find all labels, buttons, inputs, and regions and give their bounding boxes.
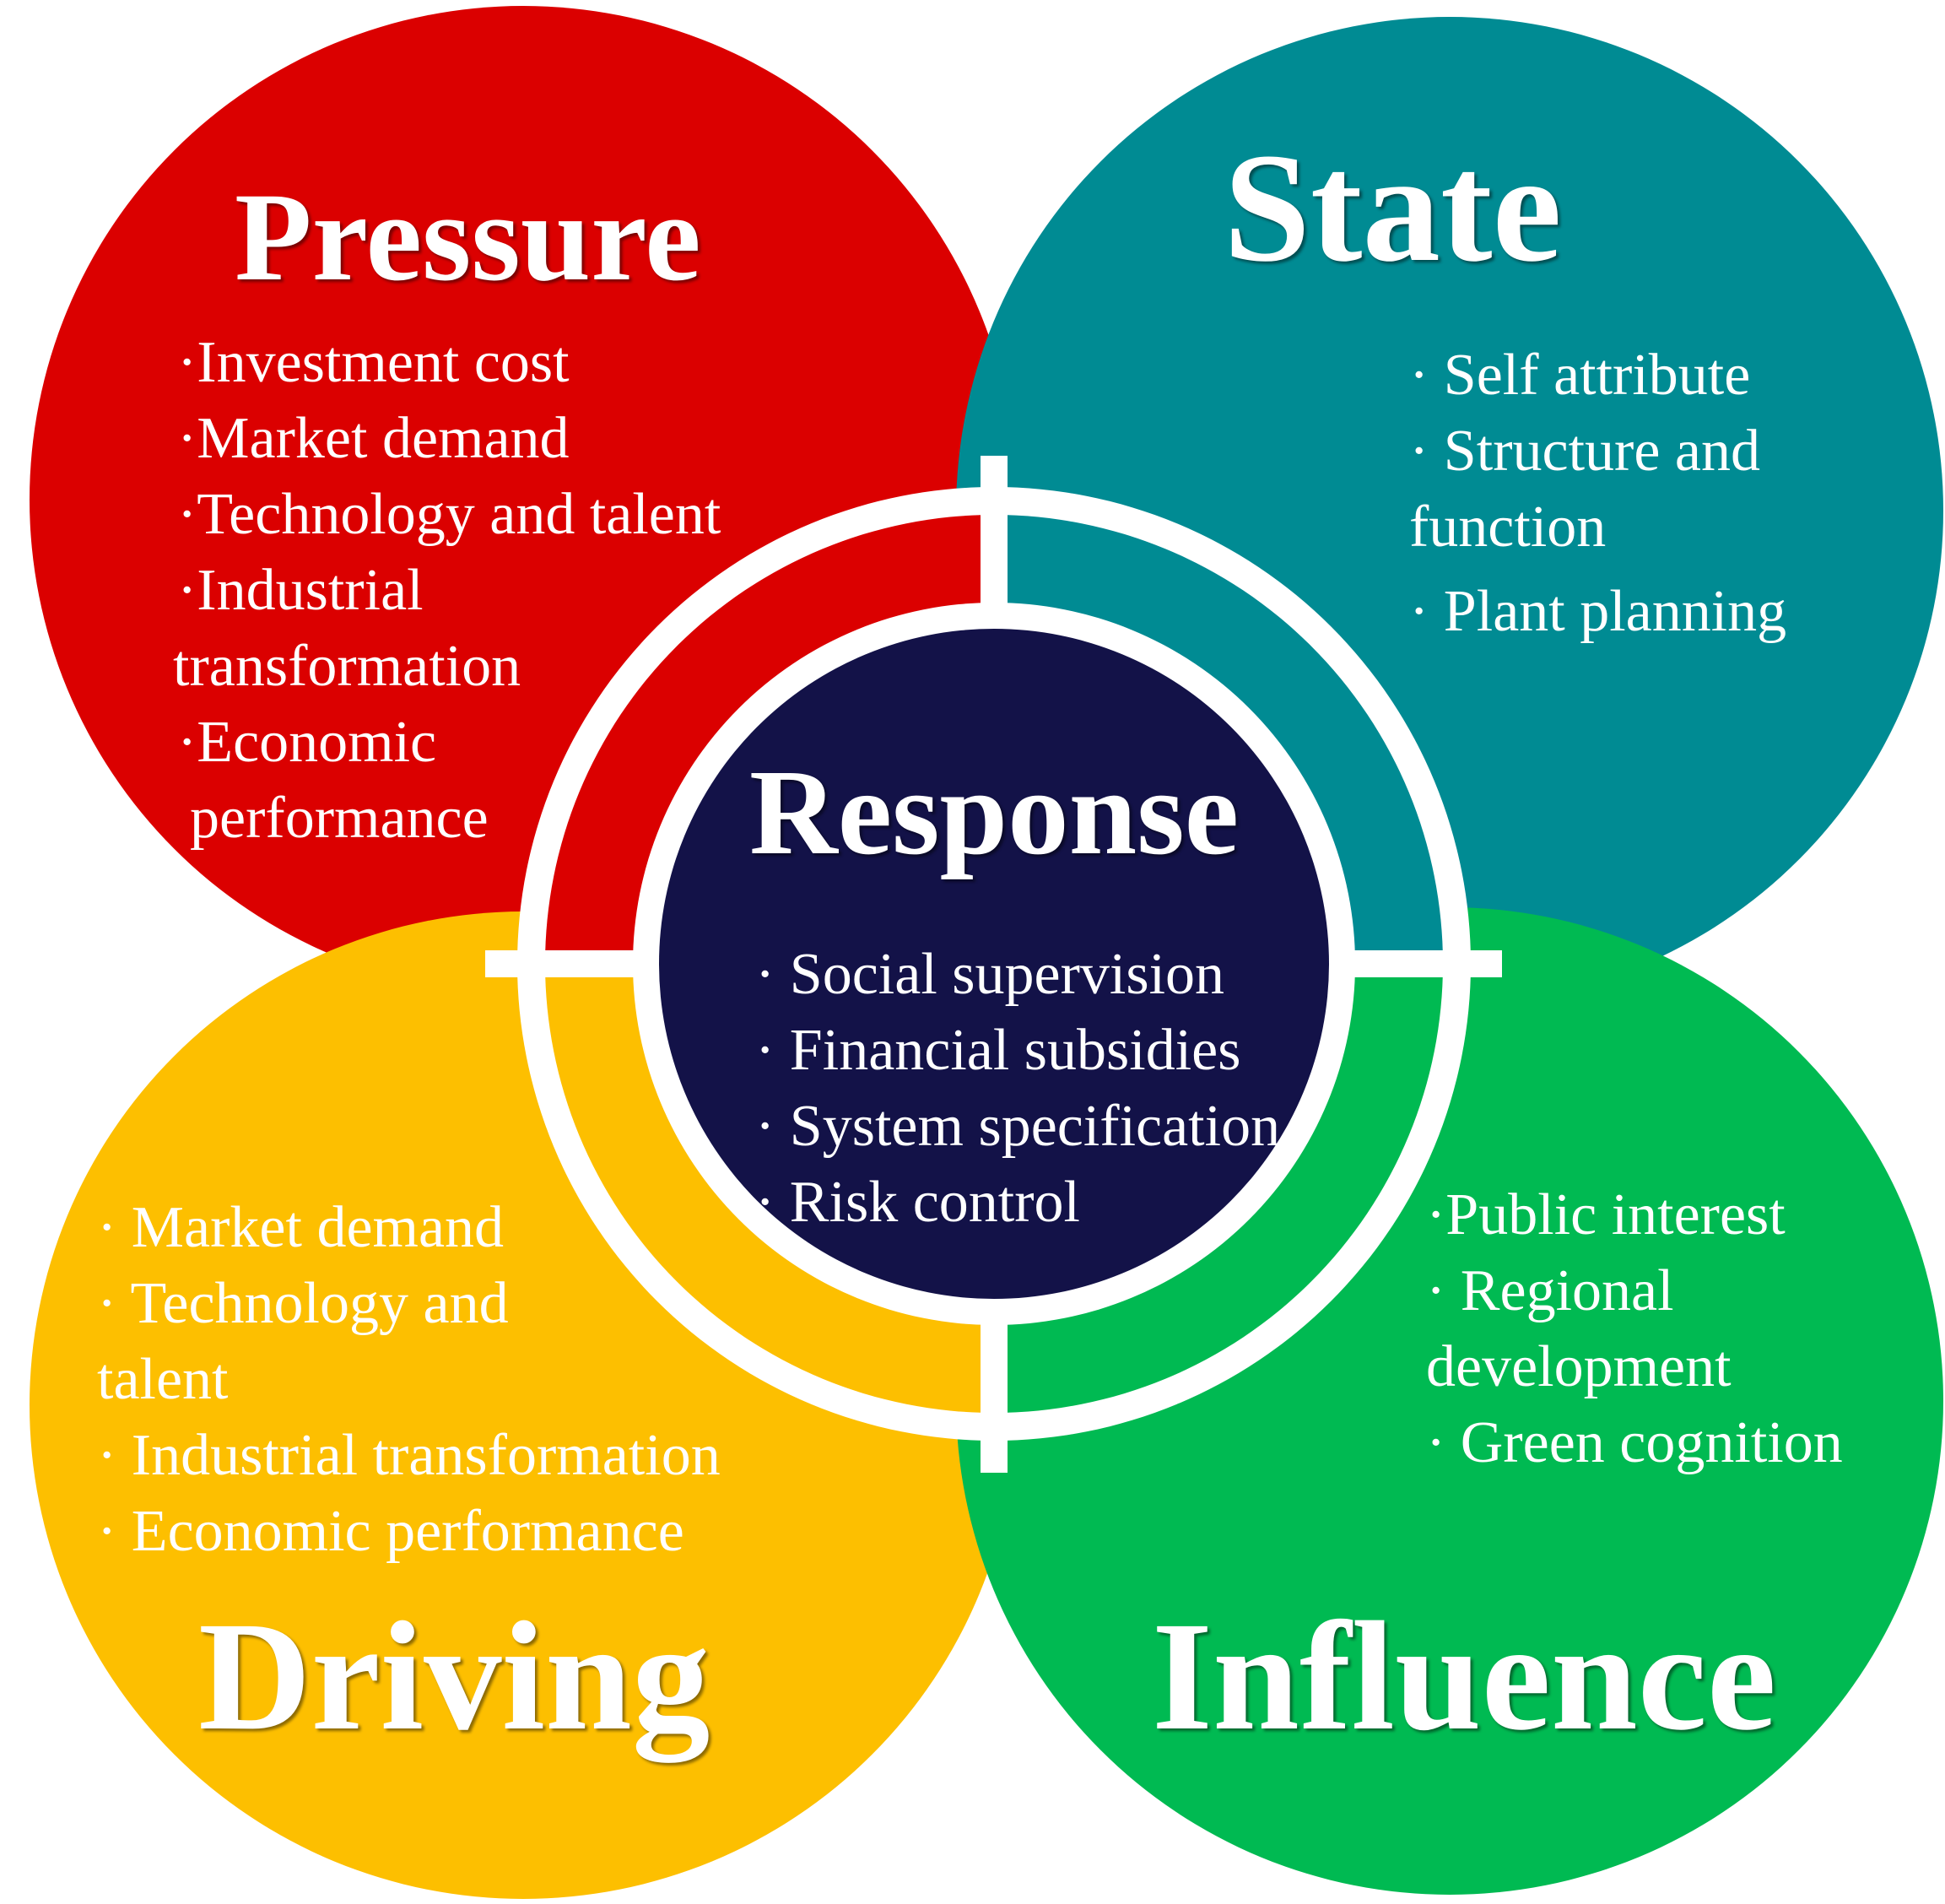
pressure-item-3: ·Technology and talent [177,482,721,547]
driving-item-5: · Economic performance [97,1499,684,1564]
influence-item-4: · Green cognition [1426,1410,1843,1475]
influence-item-1: ·Public interest [1426,1182,1786,1247]
state-item-3: function [1409,495,1607,560]
pressure-item-2: ·Market demand [177,406,570,471]
pressure-item-1: ·Investment cost [177,330,570,395]
response-title: Response [749,745,1240,880]
state-item-2: · Structure and [1409,419,1760,484]
state-title: State [1224,122,1562,295]
driving-item-3: talent [97,1347,229,1412]
driving-item-4: · Industrial transformation [97,1423,721,1488]
driving-title: Driving [198,1590,710,1763]
state-item-4: · Plant planning [1409,579,1787,644]
influence-item-3: development [1426,1334,1732,1399]
response-item-4: · Risk control [755,1170,1080,1235]
response-circle [659,629,1329,1299]
pressure-title: Pressure [235,167,701,307]
influence-item-2: · Regional [1426,1258,1674,1323]
pressure-item-5: transformation [173,634,521,699]
response-item-1: · Social supervision [755,942,1225,1007]
driving-item-1: · Market demand [97,1195,505,1260]
influence-title: Influence [1152,1590,1776,1763]
response-item-2: · Financial subsidies [755,1018,1241,1083]
pressure-item-6: ·Economic [177,710,437,775]
pressure-item-4: ·Industrial [177,558,424,623]
state-item-1: · Self attribute [1409,343,1751,408]
driving-item-2: · Technology and [97,1271,509,1336]
pressure-item-7: performance [190,786,489,851]
response-item-3: · System specification [755,1094,1281,1159]
